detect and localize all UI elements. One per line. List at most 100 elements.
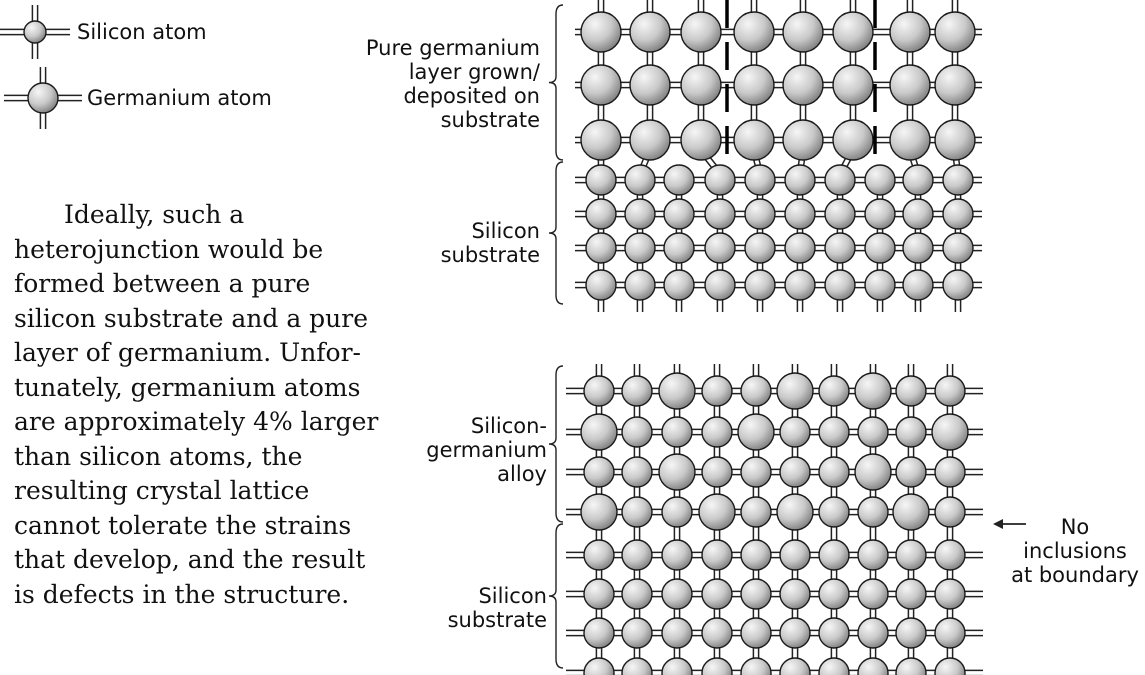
silicon-atom	[663, 164, 695, 196]
silicon-atom	[818, 578, 850, 610]
paragraph-line: that develop, and the result	[14, 545, 366, 574]
paragraph-line: Ideally, such a	[64, 200, 245, 229]
silicon-atom	[621, 416, 653, 448]
silicon-atom	[701, 539, 733, 571]
top-upper-label-line: Pure germanium	[365, 36, 540, 60]
silicon-atom	[779, 657, 811, 675]
silicon-atom	[818, 456, 850, 488]
silicon-atom	[621, 375, 653, 407]
silicon-atom	[784, 198, 816, 230]
silicon-atom	[661, 657, 693, 675]
silicon-atom	[902, 269, 934, 301]
silicon-atom	[701, 416, 733, 448]
silicon-atom	[583, 617, 615, 649]
germanium-atom	[782, 64, 824, 106]
brace-germanium-layer	[548, 4, 564, 161]
silicon-atom	[661, 617, 693, 649]
bottom-lower-label-line: Silicon	[478, 584, 547, 608]
silicon-atom	[934, 657, 966, 675]
paragraph-line: layer of germanium. Unfor-	[14, 338, 361, 367]
silicon-atom	[942, 164, 974, 196]
bottom-lower-label-line: substrate	[447, 608, 547, 632]
paragraph-line: are approximately 4% larger	[14, 407, 379, 436]
silicon-atom	[942, 269, 974, 301]
legend-germanium-label: Germanium atom	[87, 86, 272, 110]
silicon-atom	[864, 269, 896, 301]
paragraph-line: heterojunction would be	[14, 234, 324, 264]
brace-silicon-substrate	[548, 161, 564, 305]
silicon-atom	[934, 375, 966, 407]
silicon-atom	[621, 456, 653, 488]
silicon-atom	[895, 617, 927, 649]
silicon-atom	[740, 496, 772, 528]
top-lower-label: Silicon substrate	[400, 219, 540, 267]
germanium-atom	[580, 64, 622, 106]
silicon-atom	[621, 539, 653, 571]
silicon-atom	[701, 375, 733, 407]
silicon-atom	[779, 416, 811, 448]
silicon-atom	[824, 198, 856, 230]
germanium-atom	[737, 413, 775, 451]
silicon-atom	[934, 539, 966, 571]
legend-atoms	[0, 5, 82, 129]
legend-germanium-atom	[27, 82, 59, 114]
silicon-atom	[934, 617, 966, 649]
germanium-atom	[680, 119, 722, 161]
germanium-atom	[733, 119, 775, 161]
silicon-atom	[740, 578, 772, 610]
bottom-upper-label-line: alloy	[497, 462, 547, 486]
silicon-atom	[583, 375, 615, 407]
boundary-annotation-line: at boundary	[1011, 563, 1139, 587]
silicon-atom	[864, 164, 896, 196]
silicon-atom	[704, 232, 736, 264]
silicon-atom	[740, 617, 772, 649]
silicon-atom	[740, 657, 772, 675]
boundary-annotation: No inclusions at boundary	[1005, 515, 1145, 587]
germanium-atom	[832, 11, 874, 53]
brackets	[548, 4, 564, 669]
silicon-atom	[661, 578, 693, 610]
silicon-atom	[895, 416, 927, 448]
top-upper-label-line: layer grown/	[408, 60, 540, 84]
silicon-atom	[779, 578, 811, 610]
silicon-atom	[895, 578, 927, 610]
silicon-atom	[624, 269, 656, 301]
silicon-atom	[818, 617, 850, 649]
arrow-head	[993, 519, 1003, 529]
boundary-arrow	[993, 519, 1026, 529]
silicon-atom	[784, 269, 816, 301]
silicon-atom	[824, 269, 856, 301]
silicon-atom	[704, 198, 736, 230]
silicon-atom	[895, 539, 927, 571]
germanium-atom	[854, 372, 892, 410]
silicon-atom	[624, 164, 656, 196]
silicon-atom	[784, 164, 816, 196]
silicon-atom	[583, 539, 615, 571]
germanium-atom	[889, 64, 931, 106]
silicon-atom	[704, 164, 736, 196]
silicon-atom	[857, 578, 889, 610]
silicon-atom	[818, 416, 850, 448]
brace-silicon-substrate	[548, 523, 564, 669]
silicon-atom	[704, 269, 736, 301]
silicon-atom	[779, 456, 811, 488]
silicon-atom	[740, 539, 772, 571]
germanium-atom	[854, 453, 892, 491]
silicon-atom	[818, 375, 850, 407]
top-lower-label-line: Silicon	[471, 219, 540, 243]
silicon-atom	[585, 164, 617, 196]
top-lower-label-line: substrate	[440, 243, 540, 267]
germanium-atom	[892, 493, 930, 531]
germanium-atom	[580, 119, 622, 161]
silicon-atom	[857, 539, 889, 571]
germanium-atom	[733, 64, 775, 106]
silicon-atom	[934, 496, 966, 528]
germanium-atom	[733, 11, 775, 53]
top-upper-label-line: substrate	[440, 108, 540, 132]
silicon-atom	[661, 539, 693, 571]
paragraph-line: cannot tolerate the strains	[14, 510, 352, 540]
germanium-atom	[889, 11, 931, 53]
paragraph-line: formed between a pure	[14, 269, 311, 298]
